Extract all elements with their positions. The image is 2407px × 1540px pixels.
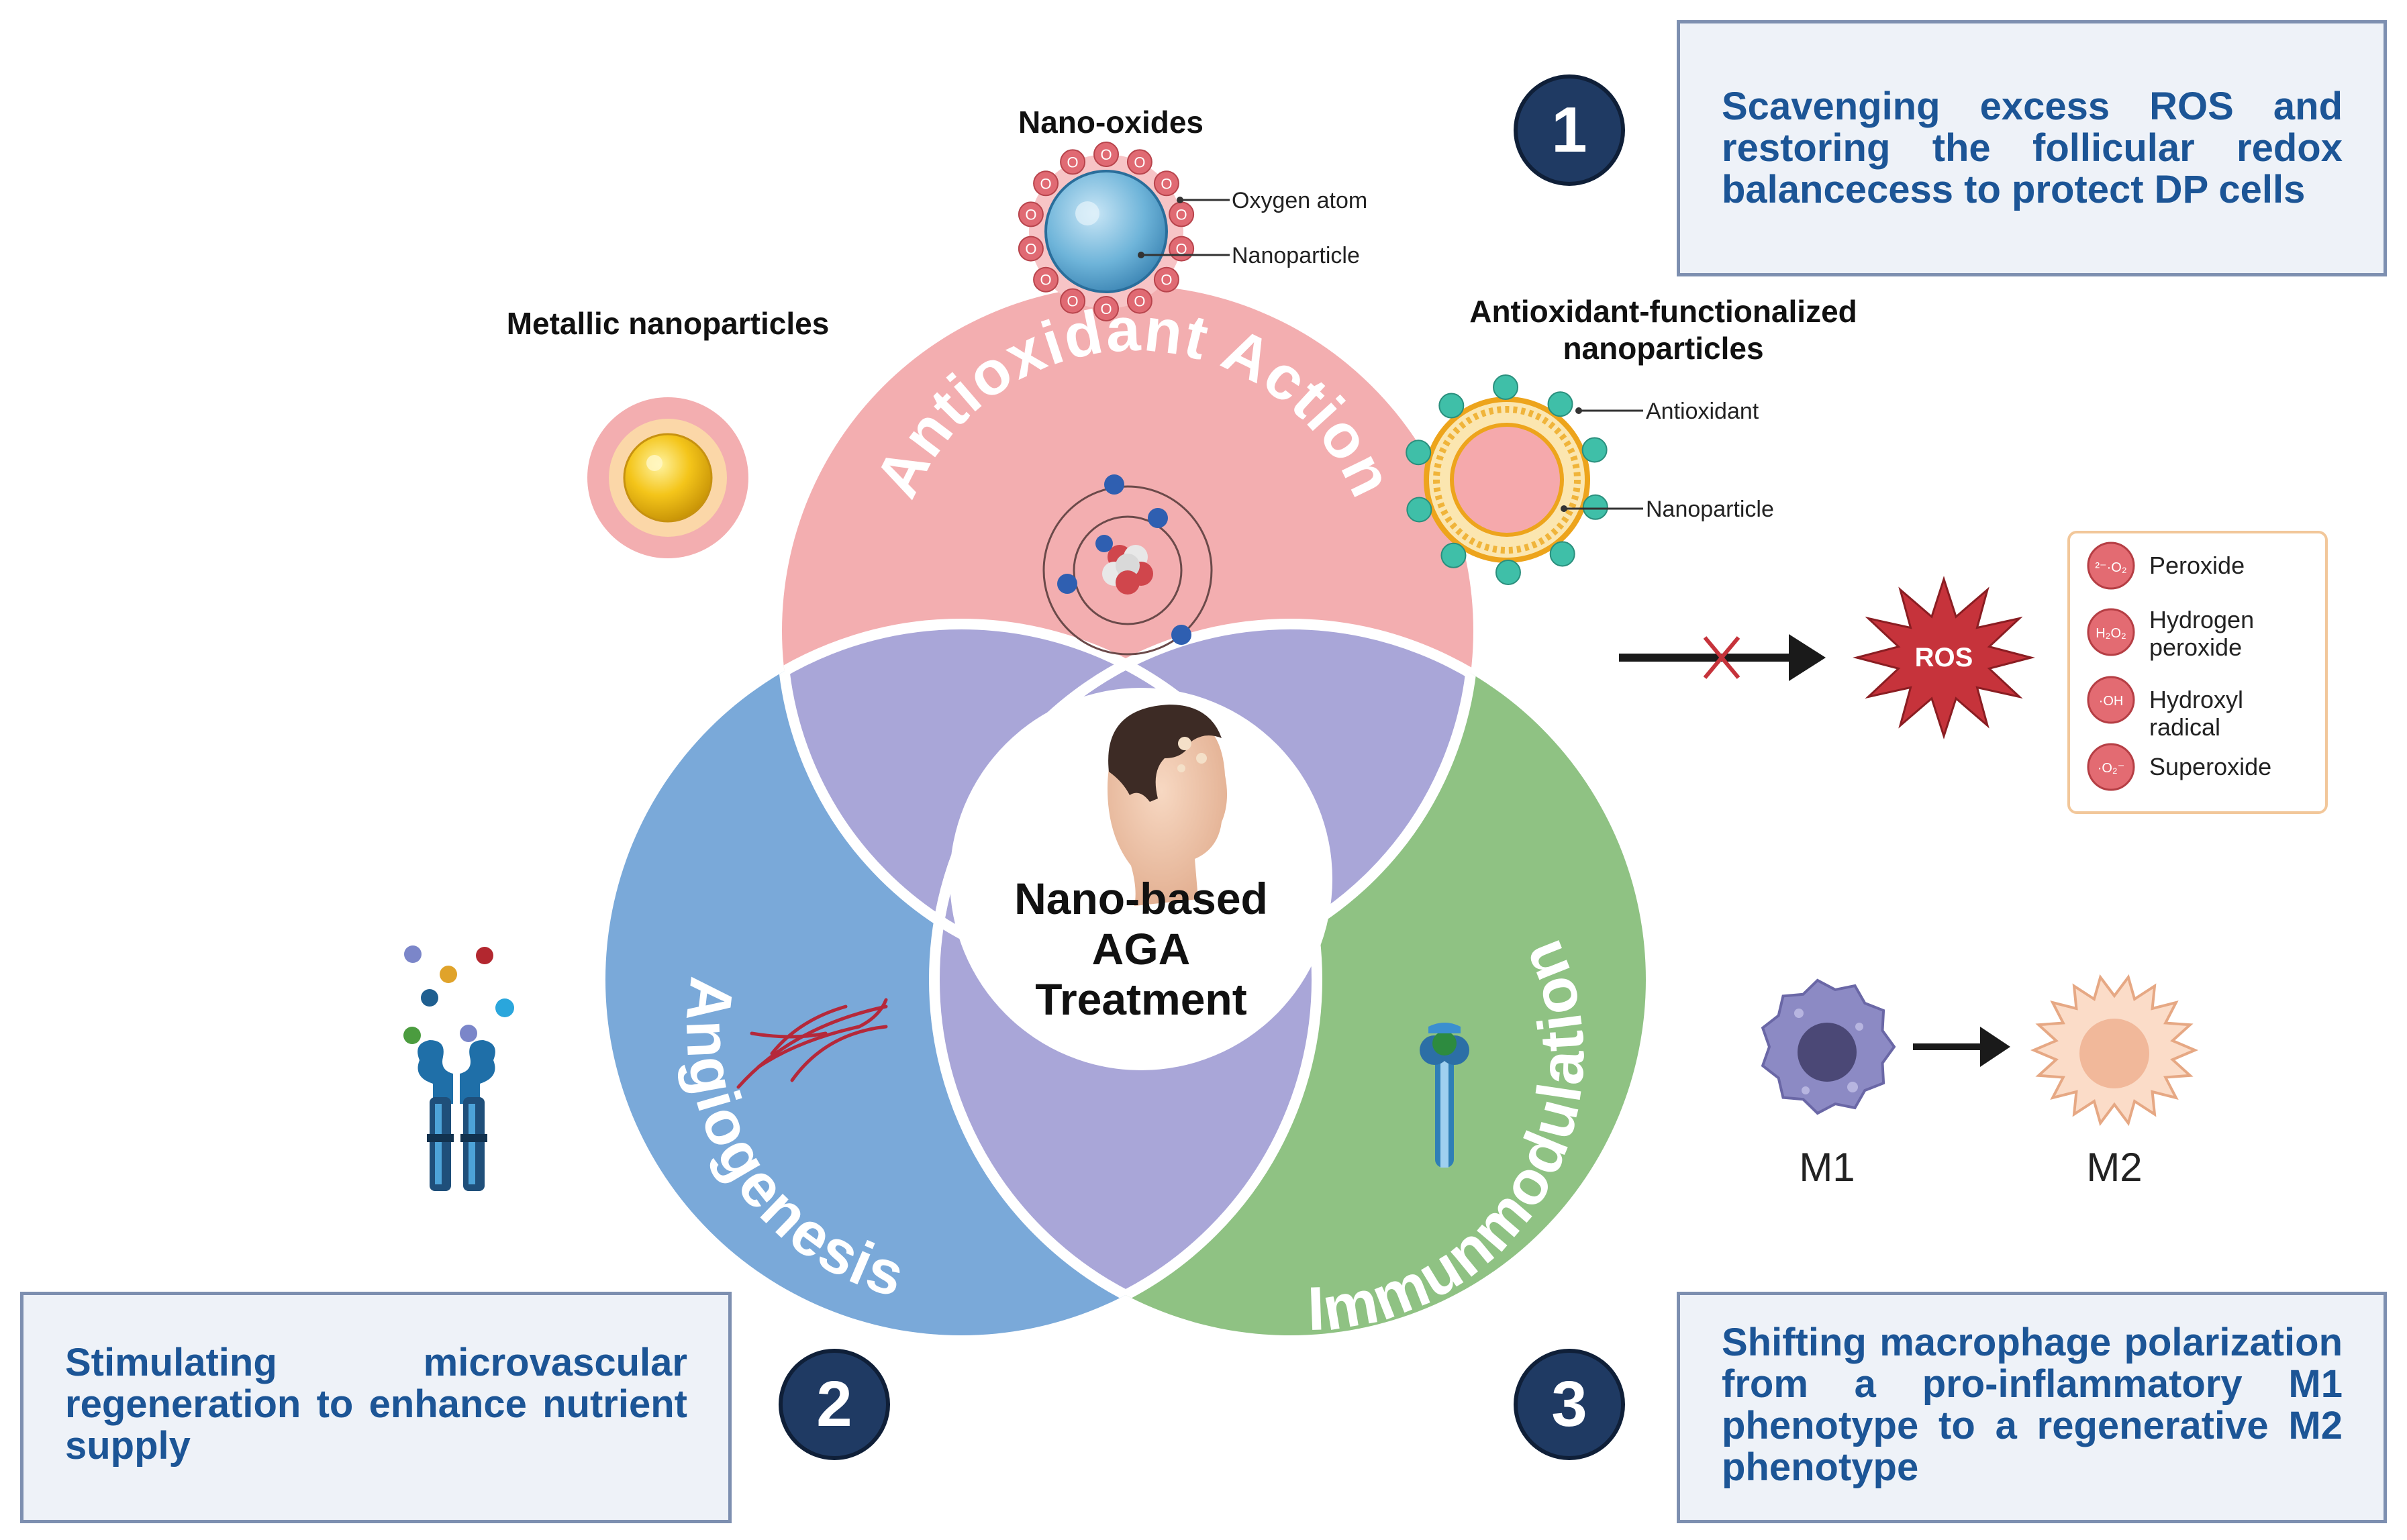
- arrow-icon: [1913, 1027, 2010, 1067]
- svg-text:H₂O₂: H₂O₂: [2096, 626, 2126, 641]
- antioxidant-molecule: [1440, 542, 1467, 568]
- oxygen-atom-symbol: O: [1134, 154, 1145, 170]
- center-title-line3: Treatment: [1035, 974, 1246, 1024]
- step-3-box: [1677, 1292, 2387, 1523]
- functionalized-title-line1: Antioxidant-functionalized: [1469, 294, 1857, 329]
- oxygen-atom-symbol: O: [1161, 272, 1172, 289]
- functionalized-nanoparticle: [1424, 397, 1590, 563]
- oxygen-atom: [1018, 201, 1044, 227]
- oxygen-atom: [1153, 266, 1179, 293]
- antioxidant-molecule: [1438, 393, 1465, 419]
- receptor-icon: [417, 1040, 495, 1191]
- svg-text:Superoxide: Superoxide: [2149, 753, 2271, 780]
- oxygen-atom: [1093, 142, 1119, 167]
- oxygen-atom: [1126, 288, 1152, 314]
- nano-oxide-particle: [1029, 154, 1183, 309]
- oxygen-atom: [1126, 149, 1152, 175]
- oxygen-atom-symbol: O: [1100, 146, 1112, 163]
- balding-head-icon: [1108, 705, 1228, 906]
- svg-text:Hydrogen: Hydrogen: [2149, 606, 2254, 633]
- oxygen-atom-symbol: O: [1040, 175, 1052, 192]
- antioxidant-molecule: [1406, 497, 1432, 523]
- nano-oxides-title: Nano-oxides: [1018, 105, 1204, 140]
- blocked-arrow-icon: [1619, 634, 1826, 681]
- blood-vessel-icon: [736, 998, 888, 1089]
- oxygen-atom: [1060, 288, 1086, 314]
- antioxidant-molecule: [1406, 440, 1432, 466]
- svg-text:2: 2: [816, 1368, 852, 1440]
- ros-species-hydroxyl-radical: ·OH Hydroxyl radical: [2087, 676, 2243, 741]
- oxygen-atom-symbol: O: [1176, 241, 1187, 258]
- step-1-box: [1677, 20, 2387, 276]
- svg-text:²⁻·O₂: ²⁻·O₂: [2095, 560, 2126, 575]
- oxygen-atom-symbol: O: [1067, 154, 1079, 170]
- oxygen-atom-symbol: O: [1161, 175, 1172, 192]
- step-1-badge: 1: [1514, 74, 1625, 186]
- ros-burst-icon: [1853, 576, 2035, 739]
- oxygen-atom: [1060, 149, 1086, 175]
- antioxidant-molecule: [1582, 494, 1608, 520]
- antioxidant-molecule: [1547, 391, 1573, 417]
- ros-label: ROS: [1915, 643, 1973, 672]
- svg-text:1: 1: [1551, 94, 1587, 166]
- svg-text:Hydroxyl: Hydroxyl: [2149, 686, 2243, 713]
- metallic-nanoparticles-title: Metallic nanoparticles: [507, 306, 830, 341]
- oxygen-atom-label: Oxygen atom: [1232, 188, 1367, 213]
- antioxidant-molecules: [1406, 374, 1608, 585]
- ros-species-hydrogen-peroxide: H₂O₂ Hydrogen peroxide: [2087, 606, 2254, 661]
- step-3-badge: 3: [1514, 1349, 1625, 1460]
- oxygen-atom: [1018, 236, 1044, 262]
- step-2-badge: 2: [779, 1349, 890, 1460]
- svg-text:peroxide: peroxide: [2149, 633, 2242, 661]
- oxygen-atom-symbol: O: [1100, 301, 1112, 317]
- svg-text:·O₂⁻: ·O₂⁻: [2098, 761, 2125, 776]
- antioxidant-molecule: [1493, 374, 1519, 401]
- m2-label: M2: [2086, 1145, 2142, 1190]
- oxygen-atom-symbol: O: [1134, 293, 1145, 310]
- growth-factor-molecules-icon: [403, 945, 514, 1044]
- step-3-text: Shifting macrophage polarization from a …: [1722, 1321, 2343, 1489]
- m1-label: M1: [1799, 1145, 1855, 1190]
- oxygen-atom: [1153, 170, 1179, 197]
- antioxidant-label: Antioxidant: [1646, 399, 1759, 424]
- ros-species-peroxide: ²⁻·O₂ Peroxide: [2087, 542, 2245, 590]
- metallic-nanoparticle: [587, 397, 748, 558]
- svg-text:3: 3: [1551, 1368, 1587, 1440]
- svg-text:Peroxide: Peroxide: [2149, 552, 2245, 579]
- atom-icon: [1042, 474, 1213, 656]
- center-title-line2: AGA: [1092, 924, 1191, 974]
- step-2-text: Stimulating microvascular regeneration t…: [65, 1341, 687, 1468]
- functionalized-title-line2: nanoparticles: [1563, 331, 1763, 366]
- oxygen-atom-symbol: O: [1025, 241, 1036, 258]
- svg-text:·OH: ·OH: [2099, 694, 2124, 709]
- step-1-text: Scavenging excess ROS and restoring the …: [1722, 85, 2343, 211]
- ros-species-legend: [2067, 531, 2328, 814]
- oxygen-atom-symbol: O: [1025, 206, 1036, 223]
- m2-macrophage-icon: [2030, 974, 2199, 1127]
- oxygen-atom: [1033, 266, 1059, 293]
- oxygen-atom: [1093, 296, 1119, 321]
- oxide-nanoparticle-label: Nanoparticle: [1232, 243, 1360, 268]
- antioxidant-molecule: [1495, 559, 1521, 585]
- center-title-line1: Nano-based: [1014, 874, 1268, 923]
- svg-text:radical: radical: [2149, 713, 2220, 741]
- antioxidant-molecule: [1581, 437, 1608, 463]
- oxygen-atom-symbol: O: [1067, 293, 1079, 310]
- membrane-receptor-icon: [1420, 1023, 1469, 1168]
- oxygen-atom: [1033, 170, 1059, 197]
- antioxidant-molecule: [1549, 541, 1575, 567]
- oxygen-atom-symbol: O: [1176, 206, 1187, 223]
- step-2-box: [20, 1292, 732, 1523]
- functionalized-nanoparticle-label: Nanoparticle: [1646, 497, 1774, 522]
- m1-macrophage-icon: [1761, 978, 1896, 1115]
- ros-species-superoxide: ·O₂⁻ Superoxide: [2087, 743, 2271, 791]
- oxygen-atom-symbol: O: [1040, 272, 1052, 289]
